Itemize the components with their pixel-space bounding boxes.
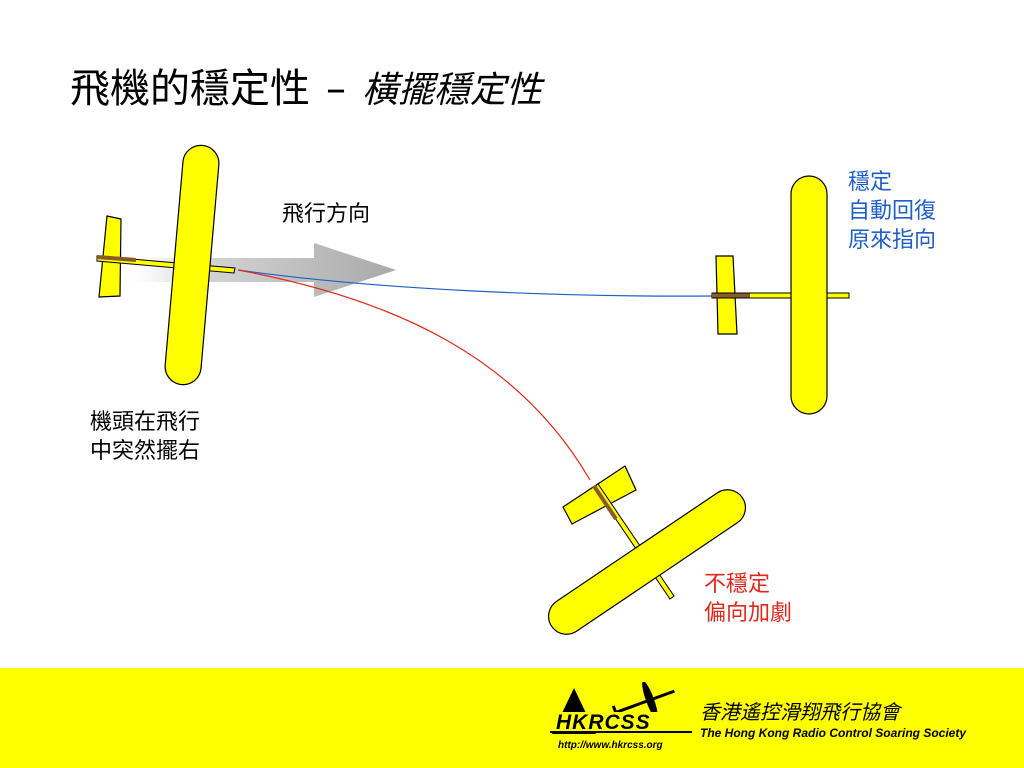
stable-path: [237, 269, 713, 297]
title-main: 飛機的穩定性: [70, 66, 310, 112]
label-stable-line2: 自動回復: [848, 199, 937, 224]
logo-text-band: [550, 712, 692, 732]
label-unstable-line2: 偏向加劇: [704, 601, 793, 626]
flight-direction-arrow: [120, 243, 396, 297]
label-unstable: 不穩定 偏向加劇: [704, 570, 792, 628]
label-stable-line1: 穩定: [848, 170, 893, 195]
unstable-path: [237, 269, 591, 481]
label-unstable-line1: 不穩定: [704, 572, 771, 597]
label-yaw-event-line1: 機頭在飛行: [90, 410, 201, 435]
label-stable-line3: 原來指向: [848, 228, 937, 253]
label-yaw-event: 機頭在飛行 中突然擺右: [90, 408, 200, 466]
footer-name-en: The Hong Kong Radio Control Soaring Soci…: [700, 726, 966, 740]
airplane-initial-stab: [96, 255, 137, 262]
airplane-initial: [96, 144, 236, 386]
airplane-unstable-stab: [592, 484, 618, 521]
airplane-stable: [711, 175, 850, 415]
airplane-unstable-wing: [547, 489, 747, 635]
footer-name-cn: 香港遙控滑翔飛行協會: [700, 700, 900, 724]
airplane-unstable: [547, 465, 747, 635]
footer-url: http://www.hkrcss.org: [558, 740, 663, 751]
label-yaw-event-line2: 中突然擺右: [90, 439, 201, 464]
hkrcss-logo: HKRCSS: [550, 682, 692, 734]
slide-title: 飛機的穩定性–橫擺穩定性: [70, 56, 542, 114]
title-dash: –: [326, 66, 346, 112]
title-subtitle: 橫擺穩定性: [362, 70, 543, 111]
footer-bar: HKRCSS http://www.hkrcss.org 香港遙控滑翔飛行協會 …: [0, 668, 1024, 768]
airplane-stable-wing: [790, 175, 828, 415]
label-stable: 穩定 自動回復 原來指向: [848, 168, 936, 255]
logo-text: HKRCSS: [556, 711, 651, 734]
yaw-stability-diagram: [96, 144, 850, 635]
label-flight-direction: 飛行方向: [282, 200, 370, 229]
label-flight-direction-text: 飛行方向: [282, 202, 371, 227]
airplane-initial-wing: [164, 144, 220, 386]
